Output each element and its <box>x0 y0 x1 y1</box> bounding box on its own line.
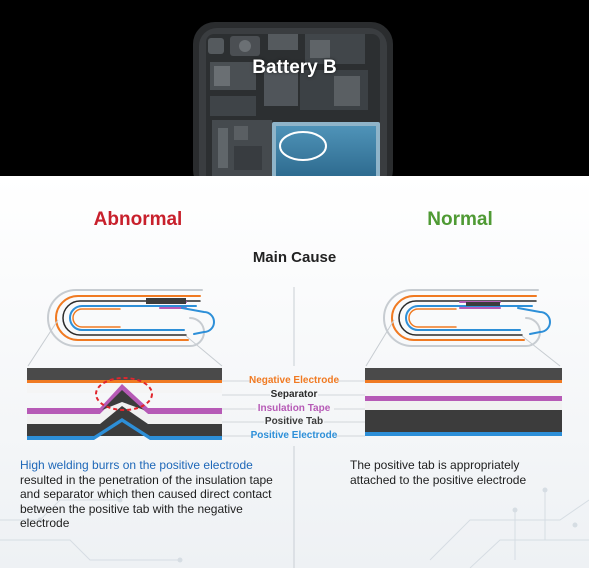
abnormal-jelly-tab <box>146 298 186 304</box>
abnormal-description-highlight: High welding burrs on the positive elect… <box>20 458 253 472</box>
normal-jelly-tab <box>466 302 500 306</box>
abnormal-zoom-lines <box>27 319 223 367</box>
abnormal-description-rest: resulted in the penetration of the insul… <box>20 472 273 531</box>
abnormal-cross-section <box>27 368 222 440</box>
normal-zoom-lines <box>365 319 561 367</box>
defect-highlight <box>95 377 153 411</box>
label-separator: Separator <box>270 389 318 400</box>
label-leader-lines <box>222 380 365 437</box>
phone-teardown-image <box>193 22 393 192</box>
abnormal-jelly-roll <box>47 289 215 347</box>
battery-title: Battery B <box>252 57 337 78</box>
abnormal-heading: Abnormal <box>93 209 183 230</box>
label-insulation-tape: Insulation Tape <box>257 403 331 414</box>
normal-cross-section <box>365 368 562 436</box>
main-cause-heading: Main Cause <box>252 249 337 266</box>
abnormal-description: High welding burrs on the positive elect… <box>20 458 282 531</box>
label-positive-tab: Positive Tab <box>264 416 324 427</box>
normal-description: The positive tab is appropriately attach… <box>350 458 527 487</box>
circuit-decoration <box>0 490 589 568</box>
circuit-dots <box>37 487 578 563</box>
label-negative-electrode: Negative Electrode <box>248 375 340 386</box>
highlight-ellipse <box>279 131 327 161</box>
normal-heading: Normal <box>427 209 493 230</box>
label-positive-electrode: Positive Electrode <box>250 430 338 441</box>
